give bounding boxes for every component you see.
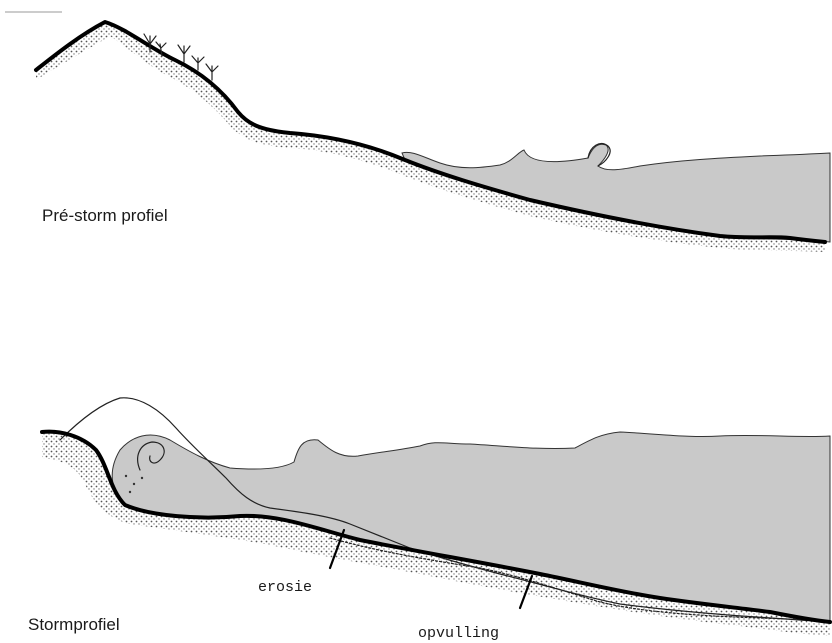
storm-profile: erosie opvulling Stormprofiel	[28, 398, 830, 642]
erosion-label: erosie	[258, 579, 312, 596]
storm-label: Stormprofiel	[28, 615, 120, 634]
fill-label: opvulling	[418, 625, 499, 642]
pre-storm-profile: Pré-storm profiel	[5, 12, 830, 252]
pre-storm-label: Pré-storm profiel	[42, 206, 168, 225]
